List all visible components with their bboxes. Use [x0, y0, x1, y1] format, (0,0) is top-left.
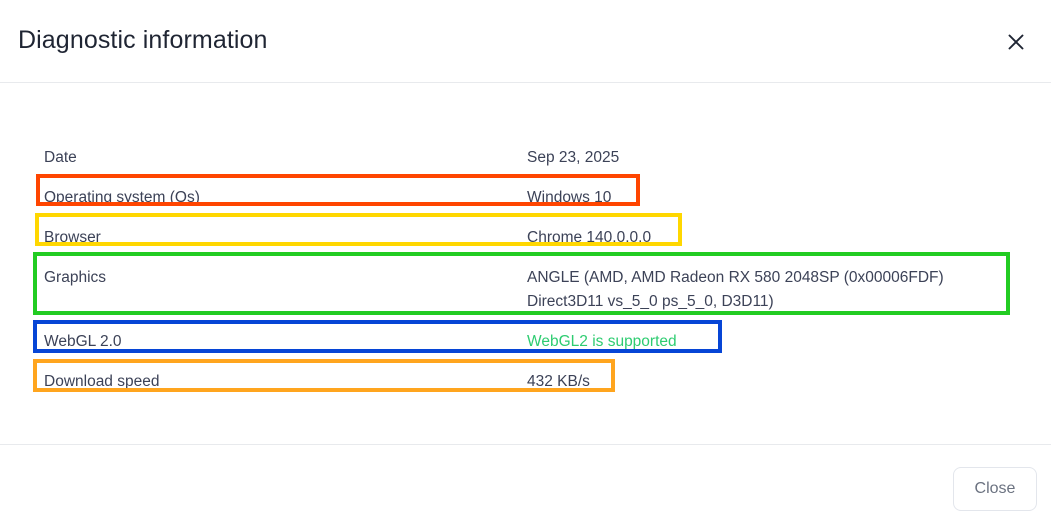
- row-value-operating-system: Windows 10: [527, 189, 612, 206]
- close-button[interactable]: Close: [953, 467, 1037, 511]
- close-icon[interactable]: [1003, 29, 1029, 55]
- row-label-date: Date: [44, 149, 77, 166]
- row-value-graphics: ANGLE (AMD, AMD Radeon RX 580 2048SP (0x…: [527, 269, 944, 310]
- table-row-graphics: Graphics ANGLE (AMD, AMD Radeon RX 580 2…: [44, 258, 1007, 322]
- dialog-footer: Close: [0, 444, 1051, 528]
- row-label-download-speed: Download speed: [44, 373, 160, 390]
- row-label-graphics: Graphics: [44, 269, 107, 286]
- dialog-header: Diagnostic information: [0, 0, 1051, 83]
- diagnostic-info-table: Date Sep 23, 2025 Operating system (Os) …: [44, 138, 1007, 402]
- row-value-webgl: WebGL2 is supported: [527, 333, 677, 350]
- page-title: Diagnostic information: [18, 26, 268, 54]
- table-row-download-speed: Download speed 432 KB/s: [44, 362, 1007, 402]
- dialog-body: Date Sep 23, 2025 Operating system (Os) …: [0, 83, 1051, 444]
- table-row-date: Date Sep 23, 2025: [44, 138, 1007, 178]
- row-value-download-speed: 432 KB/s: [527, 373, 590, 390]
- row-label-webgl: WebGL 2.0: [44, 333, 122, 350]
- row-label-operating-system: Operating system (Os): [44, 189, 200, 206]
- row-value-date: Sep 23, 2025: [527, 149, 620, 166]
- row-value-browser: Chrome 140.0.0.0: [527, 229, 652, 246]
- table-row-operating-system: Operating system (Os) Windows 10: [44, 178, 1007, 218]
- table-row-webgl: WebGL 2.0 WebGL2 is supported: [44, 322, 1007, 362]
- row-label-browser: Browser: [44, 229, 101, 246]
- table-row-browser: Browser Chrome 140.0.0.0: [44, 218, 1007, 258]
